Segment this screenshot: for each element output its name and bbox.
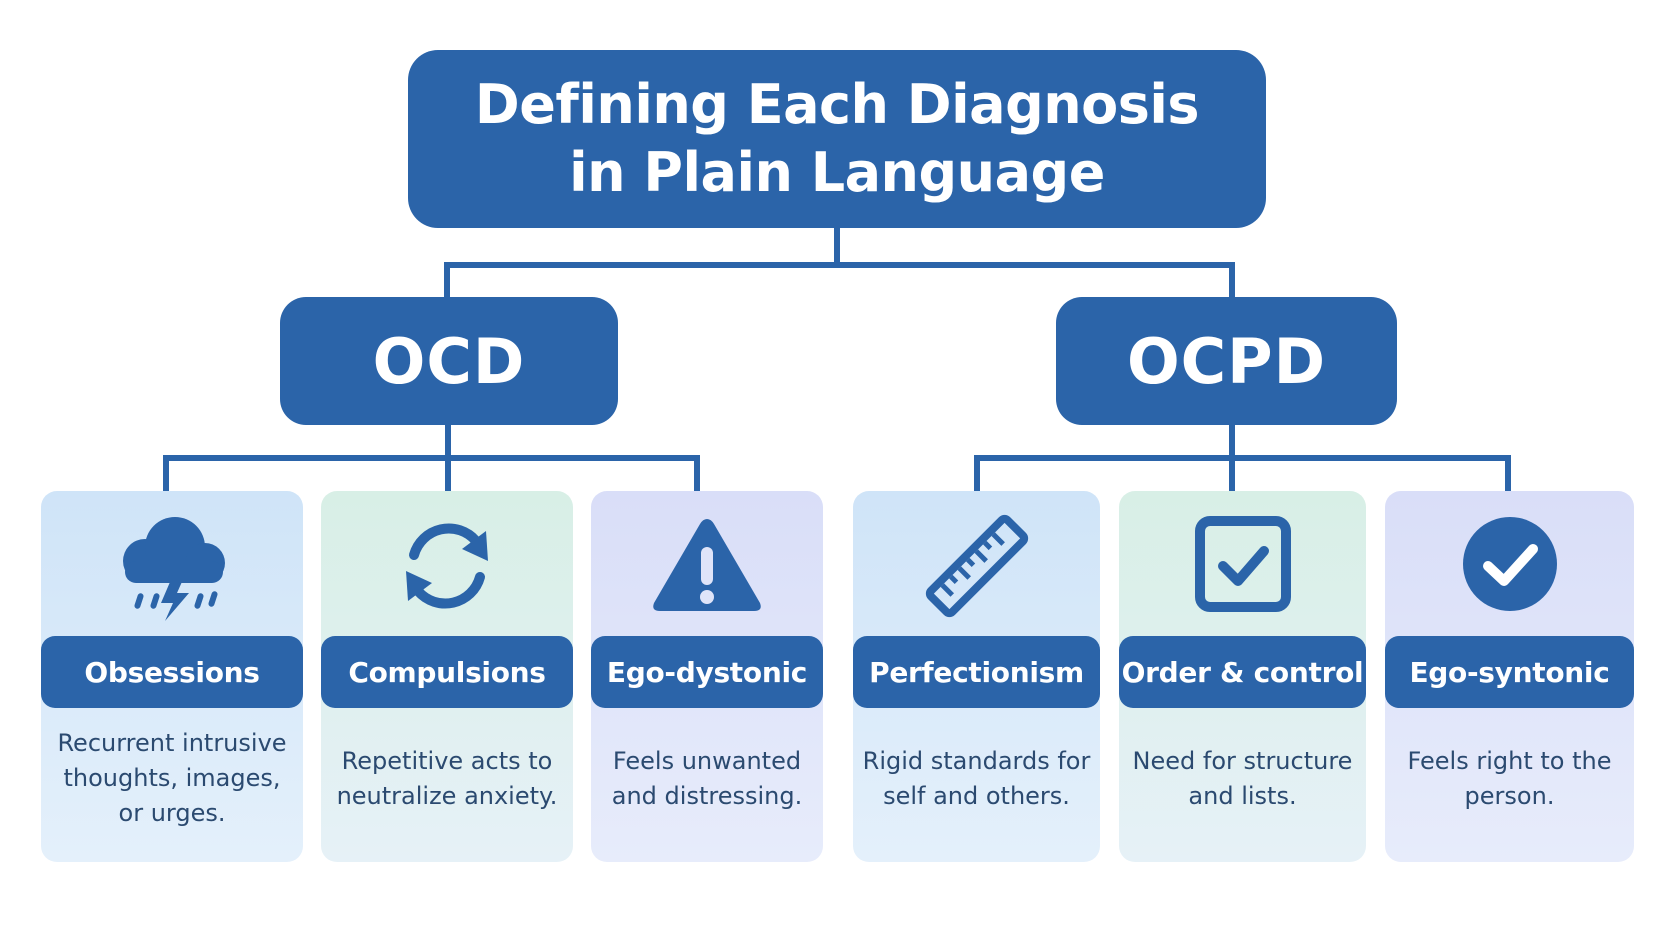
card-order-control-description: Need for structure and lists. (1132, 746, 1353, 810)
card-compulsions-label: Compulsions (321, 636, 573, 708)
card-ego-syntonic-label: Ego-syntonic (1385, 636, 1634, 708)
warning-triangle-icon (653, 519, 761, 611)
card-order-control: Order & control Need for structure and l… (1119, 491, 1366, 862)
checkbox-icon (1194, 516, 1291, 612)
ruler-icon (925, 514, 1028, 618)
check-circle-icon (1462, 517, 1557, 611)
card-ego-dystonic-label: Ego-dystonic (591, 636, 823, 708)
card-perfectionism-label: Perfectionism (853, 636, 1100, 708)
card-ego-dystonic: Ego-dystonic Feels unwanted and distress… (591, 491, 823, 862)
card-order-control-label: Order & control (1119, 636, 1366, 708)
card-obsessions-description: Recurrent intrusive thoughts, images, or… (57, 729, 287, 827)
card-compulsions: Compulsions Repetitive acts to neutraliz… (321, 491, 573, 862)
group-ocd-label: OCD (372, 324, 526, 398)
card-ego-dystonic-description: Feels unwanted and distressing. (611, 746, 803, 810)
group-ocpd-label: OCPD (1126, 324, 1327, 398)
card-obsessions-label: Obsessions (41, 636, 303, 708)
group-ocpd-header: OCPD (1056, 297, 1397, 425)
card-ego-syntonic: Ego-syntonic Feels right to the person. (1385, 491, 1634, 862)
storm-cloud-icon (123, 517, 225, 621)
title-box: Defining Each Diagnosis in Plain Languag… (408, 50, 1266, 228)
group-ocd-header: OCD (280, 297, 618, 425)
card-obsessions: Obsessions Recurrent intrusive thoughts,… (41, 491, 303, 862)
refresh-cycle-icon (406, 523, 488, 609)
page-title: Defining Each Diagnosis in Plain Languag… (474, 73, 1200, 204)
card-ego-syntonic-description: Feels right to the person. (1407, 746, 1612, 810)
card-perfectionism-description: Rigid standards for self and others. (862, 746, 1091, 810)
card-compulsions-description: Repetitive acts to neutralize anxiety. (336, 746, 558, 810)
card-perfectionism: Perfectionism Rigid standards for self a… (853, 491, 1100, 862)
